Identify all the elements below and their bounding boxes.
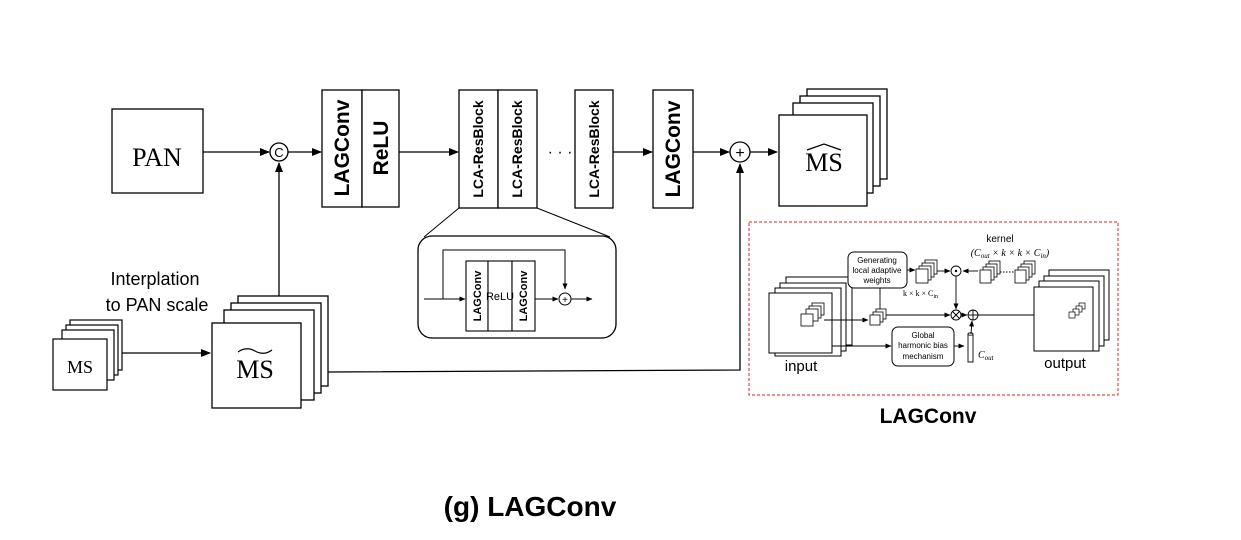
hat-accent [806, 143, 842, 151]
ms-input-stack: MS [52, 319, 123, 391]
resblock-label-n: LCA-ResBlock [586, 100, 602, 197]
zoom-line-right [536, 207, 611, 238]
detail-caption: LAGConv [880, 405, 977, 428]
output-ms-stack: MS [778, 88, 888, 207]
global-line3: mechanism [903, 352, 944, 361]
gen-weights-line1: Generating [857, 256, 897, 265]
global-line1: Global [911, 331, 934, 340]
zoom-line-left [423, 207, 460, 238]
upsampled-ms-label: MS [236, 355, 274, 384]
global-line2: harmonic bias [898, 341, 948, 350]
concat-node: C [269, 142, 289, 162]
lagconv-label: LAGConv [331, 99, 354, 196]
ellipsis: · · · [548, 144, 573, 161]
inset-lagconv2: LAGConv [518, 270, 530, 322]
inset-sum: + [562, 295, 568, 306]
interp-line1: Interplation [110, 269, 199, 289]
pan-node: PAN [111, 108, 204, 194]
inset-lagconv1: LAGConv [472, 270, 484, 322]
detail-output-label: output [1044, 355, 1087, 372]
upsampled-ms-stack: MS [211, 295, 329, 409]
output-ms-label: MS [805, 148, 843, 177]
cout-label: Cout [978, 350, 995, 362]
resblock-pair: LCA-ResBlock LCA-ResBlock [458, 89, 538, 209]
gen-weights-line3: weights [862, 276, 890, 285]
kernel-label: kernel [986, 234, 1013, 245]
sum-node: + [729, 141, 751, 163]
lagconv-final: LAGConv [652, 89, 694, 209]
ms-input-label: MS [67, 357, 93, 377]
relu-label: ReLU [370, 121, 393, 176]
tilde-accent [237, 348, 273, 354]
gen-weights-line2: local adaptive [853, 266, 902, 275]
resblock-inset: LAGConv ReLU LAGConv + [417, 235, 617, 339]
concat-symbol: C [274, 145, 283, 160]
interp-line2: to PAN scale [106, 295, 209, 315]
lagconv-detail-panel: input Generating local adaptive weights … [748, 221, 1119, 396]
resblock-label-1: LCA-ResBlock [470, 100, 486, 197]
figure-caption: (g) LAGConv [444, 491, 617, 522]
resblock-label-2: LCA-ResBlock [509, 100, 525, 197]
kernel-dims: (Cout × k × k × Cin) [971, 248, 1050, 260]
lagconv-final-label: LAGConv [662, 100, 685, 197]
pan-label: PAN [132, 143, 182, 172]
sum-symbol: + [735, 145, 744, 162]
resblock-n: LCA-ResBlock [574, 89, 614, 209]
weight-dims: k × k × Cin [903, 289, 938, 300]
lagconv-relu-block: LAGConv ReLU [321, 89, 400, 208]
skip-connection-arrow [327, 163, 744, 373]
detail-input-label: input [785, 358, 818, 375]
inset-relu: ReLU [486, 291, 514, 303]
